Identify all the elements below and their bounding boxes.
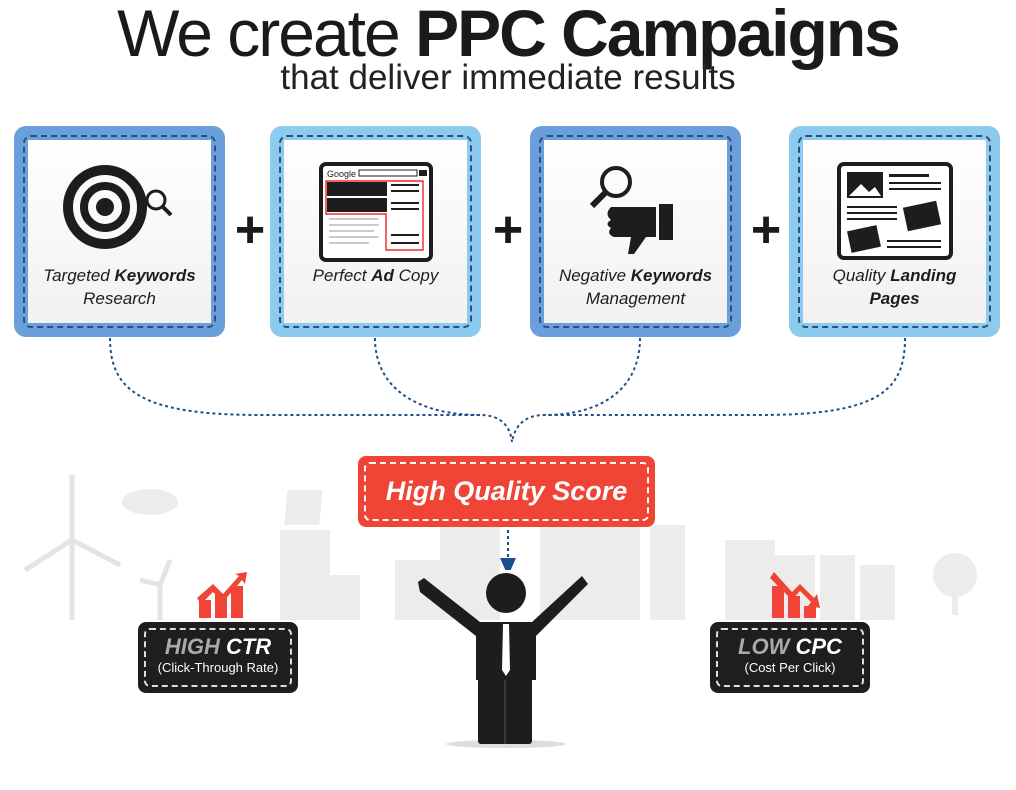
thumbs-down-search-icon <box>589 166 673 254</box>
google-serp-icon: Google <box>318 162 433 262</box>
page-title: We create PPC Campaigns <box>0 0 1016 70</box>
ctr-title: CTR <box>225 634 272 659</box>
trend-down-icon <box>770 572 820 618</box>
cpc-title: CPC <box>795 634 842 659</box>
businessman-figure <box>418 573 588 748</box>
card-ad-copy: Google Perfect Ad Copy <box>270 126 481 337</box>
dashed-connectors <box>109 337 906 570</box>
page-subtitle: that deliver immediate results <box>280 58 736 97</box>
city-skyline-background <box>23 475 977 620</box>
plus-icon: + <box>750 201 782 259</box>
plus-icon: + <box>234 201 266 259</box>
cpc-subtitle: (Cost Per Click) <box>744 660 836 675</box>
high-ctr-badge: HIGH CTR (Click-Through Rate) <box>138 622 298 693</box>
landing-page-icon <box>836 162 953 260</box>
cpc-level: LOW <box>738 634 796 659</box>
low-cpc-badge: LOW CPC (Cost Per Click) <box>710 622 870 693</box>
title-bold: PPC Campaigns <box>415 0 901 70</box>
trend-up-icon <box>197 572 247 618</box>
title-light: We create <box>117 0 416 70</box>
target-search-icon <box>62 165 172 249</box>
ctr-subtitle: (Click-Through Rate) <box>157 660 279 675</box>
ctr-level: HIGH <box>164 634 226 659</box>
quality-score-label: High Quality Score <box>364 462 649 521</box>
plus-icon: + <box>492 201 524 259</box>
high-quality-score-box: High Quality Score <box>358 456 655 527</box>
svg-text:Google: Google <box>327 169 356 179</box>
card-label: Perfect Ad Copy <box>312 266 439 285</box>
